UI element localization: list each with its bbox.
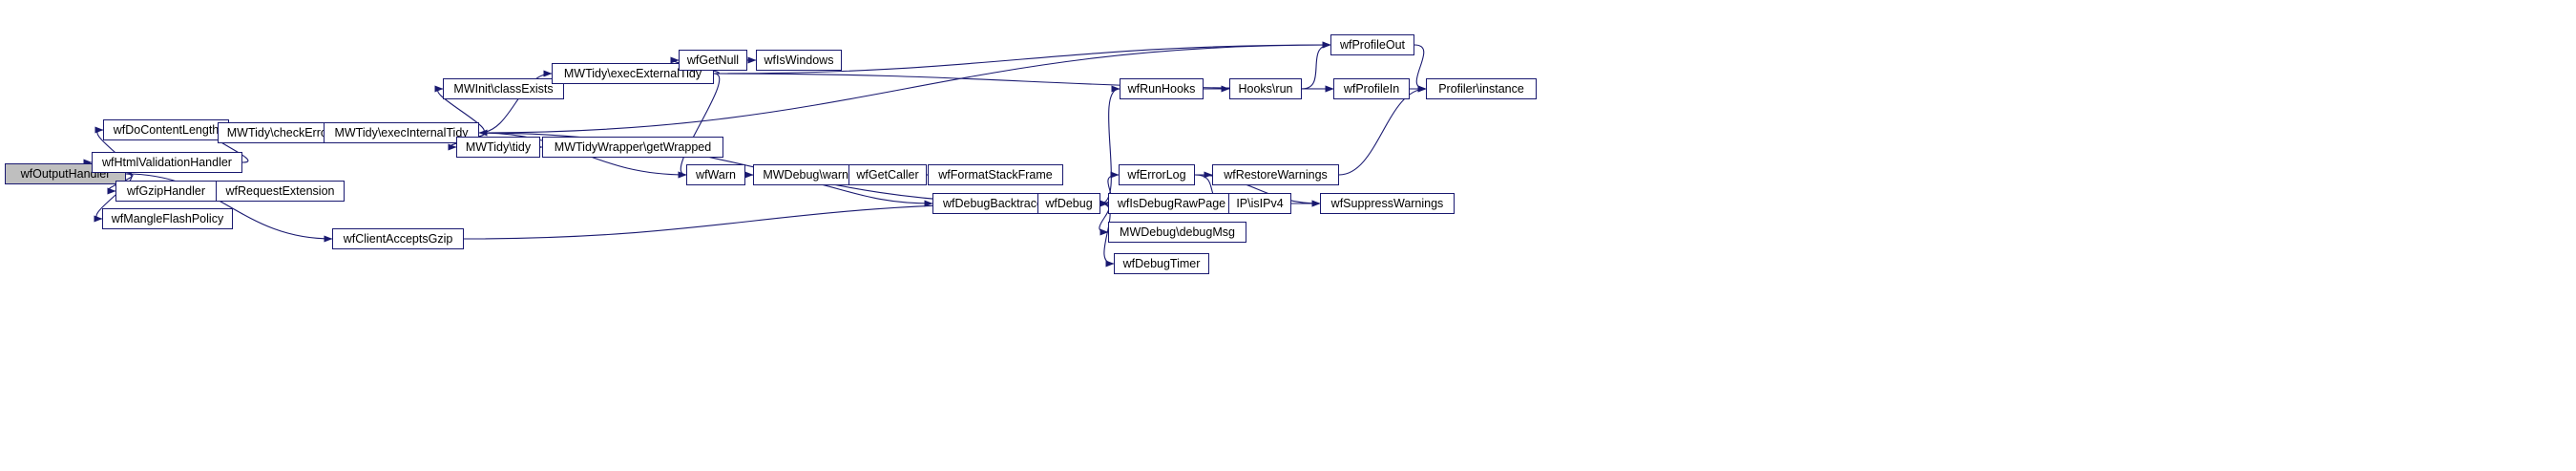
graph-edge: [1099, 203, 1110, 236]
graph-edge: [1301, 41, 1331, 90]
graph-node[interactable]: wfDebugTimer: [1114, 253, 1209, 274]
graph-node[interactable]: MWTidy\tidy: [456, 137, 540, 158]
graph-node[interactable]: MWDebug\warning: [753, 164, 874, 185]
graph-edge: [478, 41, 1331, 134]
graph-edge: [1414, 44, 1427, 93]
graph-node[interactable]: wfGetNull: [679, 50, 747, 71]
graph-edge: [1100, 85, 1120, 204]
graph-edge: [478, 70, 553, 134]
graph-node[interactable]: wfRestoreWarnings: [1212, 164, 1339, 185]
graph-node[interactable]: wfProfileIn: [1333, 78, 1410, 99]
graph-node[interactable]: wfWarn: [686, 164, 745, 185]
graph-edge: [94, 173, 133, 223]
graph-edge: [713, 41, 1331, 75]
graph-edge: [1100, 203, 1115, 268]
graph-node[interactable]: MWTidyWrapper\getWrapped: [542, 137, 723, 158]
graph-node[interactable]: wfGzipHandler: [115, 181, 217, 202]
graph-node[interactable]: wfClientAcceptsGzip: [332, 228, 464, 249]
graph-node[interactable]: wfFormatStackFrame: [928, 164, 1063, 185]
graph-node[interactable]: MWTidy\checkErrors: [218, 122, 346, 143]
graph-node[interactable]: MWInit\classExists: [443, 78, 564, 99]
graph-node[interactable]: wfSuppressWarnings: [1320, 193, 1455, 214]
graph-node[interactable]: wfDebugBacktrace: [932, 193, 1054, 214]
graph-node[interactable]: wfDoContentLength: [103, 119, 229, 140]
graph-edge: [678, 73, 721, 179]
graph-node[interactable]: MWDebug\debugMsg: [1108, 222, 1246, 243]
graph-node[interactable]: wfIsWindows: [756, 50, 842, 71]
graph-node[interactable]: wfGetCaller: [848, 164, 927, 185]
graph-node[interactable]: IP\isIPv4: [1228, 193, 1291, 214]
graph-edge: [1338, 85, 1427, 176]
graph-node[interactable]: Profiler\instance: [1426, 78, 1537, 99]
graph-node[interactable]: MWTidy\execExternalTidy: [552, 63, 714, 84]
graph-node[interactable]: wfProfileOut: [1330, 34, 1414, 55]
graph-node[interactable]: wfDebug: [1037, 193, 1100, 214]
graph-node[interactable]: wfIsDebugRawPage: [1108, 193, 1235, 214]
graph-node[interactable]: wfHtmlValidationHandler: [92, 152, 242, 173]
graph-node[interactable]: wfMangleFlashPolicy: [102, 208, 233, 229]
graph-node[interactable]: Hooks\run: [1229, 78, 1302, 99]
graph-node[interactable]: wfRequestExtension: [216, 181, 345, 202]
graph-node[interactable]: wfRunHooks: [1120, 78, 1204, 99]
graph-node[interactable]: MWTidy\execInternalTidy: [324, 122, 479, 143]
graph-node[interactable]: wfErrorLog: [1119, 164, 1195, 185]
graph-edge: [125, 173, 333, 243]
